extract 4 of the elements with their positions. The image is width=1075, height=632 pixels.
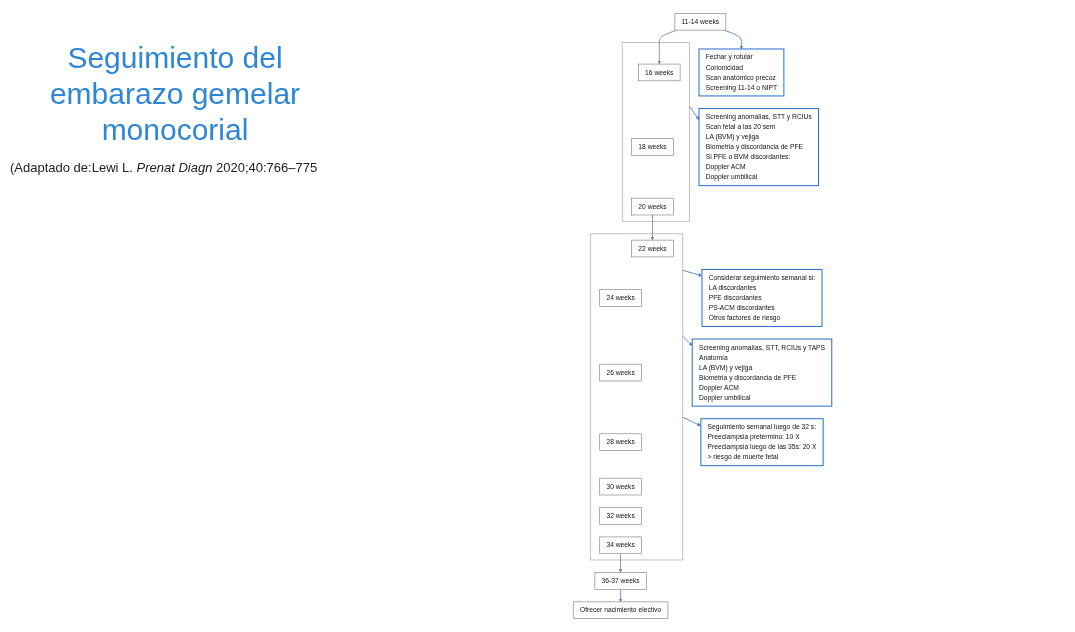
cluster <box>589 233 684 561</box>
citation-text: (Adaptado de:Lewi L. Prenat Diagn 2020;40:766–775 <box>10 160 319 175</box>
diagram-title: Seguimiento del embarazo gemelar monocorial <box>48 40 302 148</box>
cluster <box>621 42 690 222</box>
